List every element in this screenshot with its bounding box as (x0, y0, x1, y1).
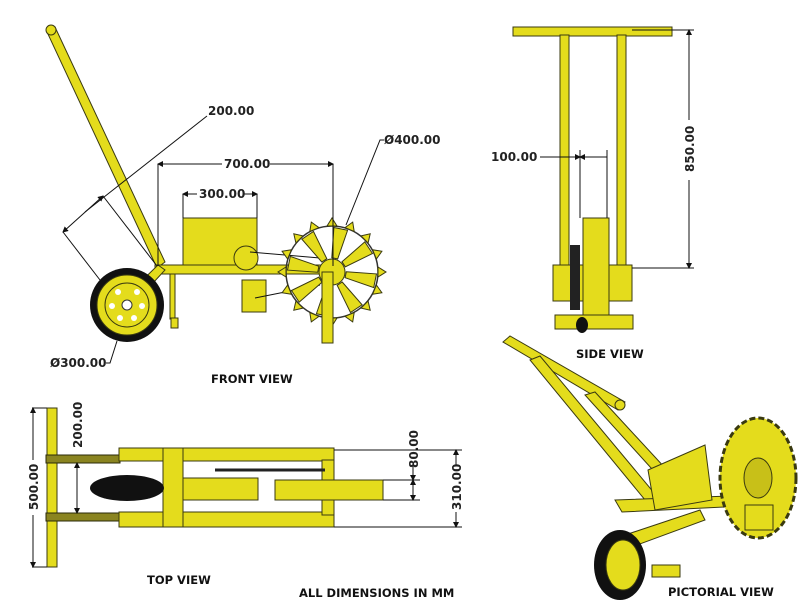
side-pulley (570, 245, 580, 310)
handle-end (45, 24, 57, 36)
tooth (309, 221, 321, 233)
pic-hopper (647, 444, 713, 511)
dim-arm-spacing: 200.00 (71, 402, 85, 448)
top-hopper (182, 477, 259, 501)
pictorial-view: PICTORIAL VIEW (502, 335, 798, 600)
dim-frame-width: 310.00 (450, 464, 464, 510)
spoke (336, 281, 363, 314)
tooth (377, 266, 387, 278)
ground-wheel (90, 268, 164, 342)
metering-pulley (233, 245, 259, 271)
tooth (277, 266, 287, 278)
tooth (360, 300, 371, 311)
pic-opener (651, 564, 681, 578)
pic-drive-wheel (718, 416, 798, 540)
spoke (331, 226, 349, 260)
top-view: 500.00 200.00 80.00 310.00 TOP VIEW ALL … (27, 402, 464, 600)
dim-wheel-width: 80.00 (407, 430, 421, 468)
top-arm-lower (45, 512, 121, 522)
spoke (344, 271, 378, 289)
side-view: 850.00 100.00 SIDE VIEW (491, 26, 697, 361)
pic-rear-post (744, 504, 774, 531)
dim-drive-wheel-dia: Ø400.00 (384, 133, 441, 147)
top-cross-member (162, 447, 184, 528)
tooth (281, 249, 293, 261)
dim-offset: 100.00 (491, 150, 537, 164)
tooth (371, 249, 383, 261)
furrow-opener (170, 317, 179, 329)
side-base (554, 314, 634, 330)
tooth (309, 311, 321, 323)
tooth (343, 311, 355, 323)
top-view-caption: TOP VIEW (147, 573, 211, 587)
tooth (281, 283, 293, 295)
pictorial-view-caption: PICTORIAL VIEW (668, 585, 774, 599)
dim-hopper-length: 300.00 (199, 187, 245, 201)
spoke (301, 230, 328, 263)
top-drive-wheel (274, 479, 384, 501)
dim-frame-length: 700.00 (224, 157, 270, 171)
handle-leg-right (616, 34, 627, 271)
side-view-caption: SIDE VIEW (576, 347, 644, 361)
units-note: ALL DIMENSIONS IN MM (299, 586, 454, 600)
dim-ground-wheel-dia: Ø300.00 (50, 356, 107, 370)
drive-wheel-edge (582, 217, 610, 327)
pic-handle-left (529, 355, 661, 507)
front-view-caption: FRONT VIEW (211, 372, 293, 386)
handle-crossbar (512, 26, 673, 37)
top-handle-bar (46, 407, 58, 568)
tooth (293, 300, 304, 311)
dim-handle-width: 500.00 (27, 464, 41, 510)
handle-leg-left (559, 34, 570, 271)
spoke (290, 276, 323, 303)
dim-handle-offset: 200.00 (208, 104, 254, 118)
top-frame-lower (118, 511, 335, 528)
front-view: 200.00 700.00 300.00 Ø400.00 Ø300.00 FRO… (45, 24, 441, 386)
handle-bar (46, 26, 166, 269)
dim-height: 850.00 (683, 126, 697, 172)
rear-post (321, 271, 334, 344)
top-arm-upper (45, 454, 121, 464)
front-leg (169, 273, 176, 320)
top-tire (90, 475, 164, 501)
tooth (360, 233, 371, 244)
spoke (341, 241, 374, 268)
top-frame-upper (118, 447, 335, 462)
side-tire (576, 317, 588, 333)
tooth (326, 217, 338, 227)
tooth (371, 283, 383, 295)
pic-handle-top (502, 335, 626, 411)
tooth (343, 221, 355, 233)
tooth (293, 233, 304, 244)
spoke (286, 255, 320, 273)
pic-hub (605, 539, 641, 591)
lower-pulley-bracket (241, 279, 267, 313)
